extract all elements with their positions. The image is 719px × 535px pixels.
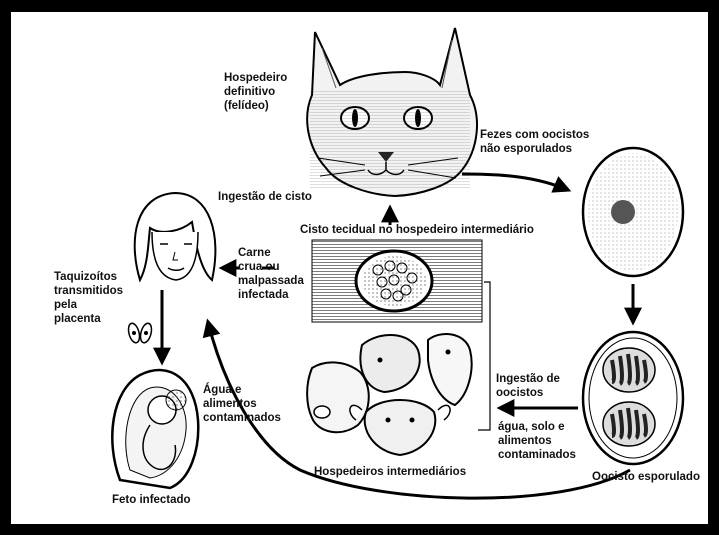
label-water-soil-food: água, solo e alimentos contaminados [498, 420, 576, 462]
sporulated-oocyst-illustration [583, 332, 683, 464]
label-raw-meat: Carne crua ou malpassada infectada [238, 246, 304, 302]
label-tissue-cyst: Cisto tecidual no hospedeiro intermediár… [300, 223, 534, 237]
arrow-cat-to-oocyst [462, 174, 568, 190]
label-sporulated-oocyst: Oocisto esporulado [592, 470, 700, 484]
intermediate-hosts-illustration [307, 334, 472, 455]
label-infected-fetus: Feto infectado [112, 493, 191, 507]
label-oocyst-ingestion: Ingestão de oocistos [496, 372, 560, 400]
cat-head-illustration [307, 28, 477, 196]
label-water-food: Água e alimentos contaminados [203, 383, 281, 425]
label-definitive-host: Hospedeiro definitivo (felídeo) [224, 71, 287, 113]
label-intermediate-hosts: Hospedeiros intermediários [314, 465, 466, 479]
label-feces-oocysts: Fezes com oocistos não esporulados [480, 128, 589, 156]
tachyzoites-illustration [127, 322, 154, 344]
human-host-illustration [135, 193, 216, 280]
label-tachyzoites: Taquizoítos transmitidos pela placenta [54, 270, 123, 326]
infected-fetus-illustration [112, 370, 198, 488]
unsporulated-oocyst-illustration [583, 148, 683, 276]
label-cyst-ingestion: Ingestão de cisto [218, 190, 312, 204]
tissue-cyst-illustration [312, 240, 482, 322]
